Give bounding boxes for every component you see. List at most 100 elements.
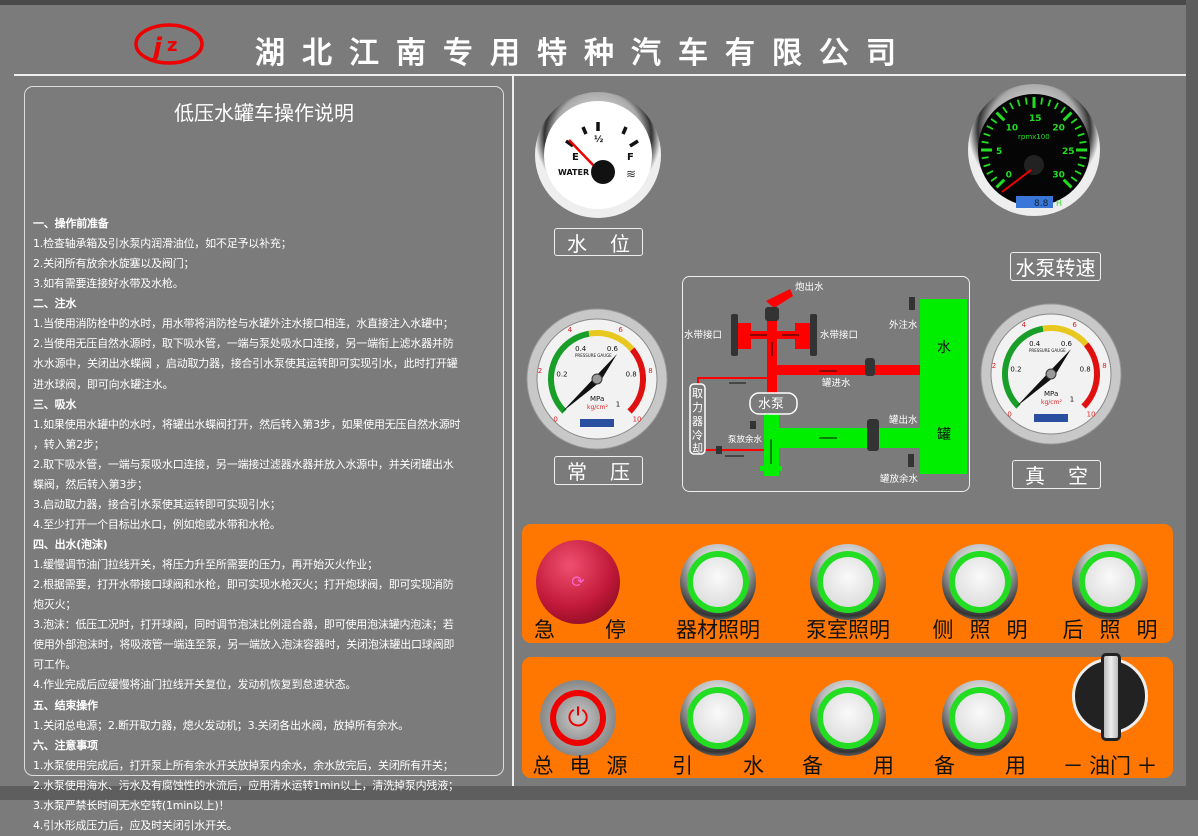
instruction-line: 1.关闭总电源；2.断开取力器，熄火发动机；3.关闭各出水阀，放掉所有余水。 <box>33 718 409 732</box>
section-heading: 五、结束操作 <box>33 698 98 712</box>
gauge-zone <box>548 330 590 414</box>
svg-text:力: 力 <box>692 401 703 414</box>
instructions-text: 一、操作前准备 1.检查轴承箱及引水泵内润滑油位，如不足予以补充； 2.关闭所有放余… <box>33 214 460 836</box>
gauge-e: E <box>572 152 579 163</box>
company-name: 湖北江南专用特种汽车有限公司 <box>255 36 913 71</box>
mpa-tick: 0.8 <box>626 371 637 379</box>
instruction-line: 3.如有需要连接好水带及水枪。 <box>33 277 184 291</box>
svg-text:j: j <box>149 33 163 63</box>
right-border <box>1186 0 1198 800</box>
suction-pipes <box>760 414 920 476</box>
instruction-line: 蝶阀，然后转入第3步； <box>33 477 148 491</box>
indicator-switch-button[interactable] <box>680 544 756 620</box>
company-logo: j z <box>134 23 204 65</box>
instruction-line: 2.关闭所有放余水旋塞以及阀门； <box>33 257 195 271</box>
kg-tick: 6 <box>618 326 623 334</box>
kg-tick: 0 <box>1007 411 1011 419</box>
kg-tick: 10 <box>633 416 642 424</box>
pump: 水泵 <box>758 397 784 412</box>
emergency-stop-button[interactable]: ⟳ <box>536 540 620 624</box>
svg-text:水带接口: 水带接口 <box>684 329 722 341</box>
control-label: 急停 <box>534 618 626 642</box>
valve-icons <box>716 297 915 467</box>
tank <box>920 299 967 474</box>
indicator-switch-button[interactable] <box>680 680 756 756</box>
control-label: 后照明 <box>1062 618 1158 642</box>
svg-text:kg/cm²: kg/cm² <box>1041 399 1062 406</box>
rpm-needle <box>1001 169 1032 193</box>
svg-text:泵放余水: 泵放余水 <box>728 434 763 445</box>
svg-text:MPa: MPa <box>1044 390 1058 398</box>
gauge-needle <box>568 139 597 169</box>
gauge-zone <box>627 347 646 414</box>
flow-arrows <box>725 334 837 464</box>
rpm-tick-label: 10 <box>1006 124 1019 134</box>
divider <box>14 74 1186 76</box>
gauge-zone <box>1002 325 1044 409</box>
instruction-line: 4.引水形成压力后，应及时关闭引水开关。 <box>33 818 238 832</box>
svg-text:却: 却 <box>692 442 703 455</box>
instruction-line: 2.当使用无压自然水源时，取下吸水管，一端与泵处吸水口连接，另一端衔上滤水器并防 <box>33 337 454 351</box>
instructions-title: 低压水罐车操作说明 <box>174 101 354 125</box>
throttle-knob[interactable] <box>1072 653 1148 741</box>
main-power-button[interactable]: ⏻ <box>540 680 616 756</box>
svg-text:MPa: MPa <box>590 395 604 403</box>
mpa-tick: 1 <box>1070 396 1074 404</box>
instruction-line: 1.水泵使用完成后，打开泵上所有余水开关放掉泵内余水，余水放完后，关闭所有开关； <box>33 758 454 772</box>
water-level-label: 水位 <box>554 228 643 256</box>
svg-text:取: 取 <box>692 387 703 400</box>
instruction-line: 炮灭火； <box>33 598 77 612</box>
svg-text:水带接口: 水带接口 <box>820 329 858 341</box>
rpm-tick-label: 30 <box>1052 170 1065 180</box>
instruction-line: 3.水泵严禁长时间无水空转(1min以上)！ <box>33 798 230 812</box>
gauge-needle <box>1016 349 1071 407</box>
gauge-needle <box>562 354 617 412</box>
section-heading: 六、注意事项 <box>33 738 98 752</box>
vacuum-label: 真空 <box>1012 460 1101 489</box>
control-label: 备用 <box>934 754 1026 778</box>
instruction-line: 4.至少打开一个目标出水口，例如炮或水带和水枪。 <box>33 517 281 531</box>
kg-tick: 10 <box>1087 411 1096 419</box>
mpa-tick: 1 <box>616 401 620 409</box>
section-heading: 三、吸水 <box>33 397 77 411</box>
pressure-label: 常压 <box>554 456 643 485</box>
kg-tick: 8 <box>648 367 652 375</box>
mpa-tick: 0.2 <box>556 371 567 379</box>
indicator-switch-button[interactable] <box>942 680 1018 756</box>
section-heading: 一、操作前准备 <box>33 217 109 230</box>
rotate-arrows-icon: ⟳ <box>571 572 585 591</box>
rpm-tick-label: 5 <box>996 147 1002 157</box>
svg-text:kg/cm²: kg/cm² <box>587 404 608 411</box>
instruction-line: 4.作业完成后应缓慢将油门拉线开关复位，发动机恢复到怠速状态。 <box>33 678 357 692</box>
kg-tick: 4 <box>1022 321 1027 329</box>
svg-text:水: 水 <box>937 340 951 356</box>
indicator-switch-button[interactable] <box>810 544 886 620</box>
svg-text:炮出水: 炮出水 <box>795 281 824 293</box>
instruction-line: 1.如果使用水罐中的水时，将罐出水蝶阀打开，然后转入第3步，如果使用无压自然水源… <box>33 417 461 431</box>
mpa-tick: 0.6 <box>1061 340 1073 348</box>
divider <box>512 76 514 786</box>
kg-tick: 8 <box>1102 362 1106 370</box>
section-heading: 四、出水(泡沫) <box>33 538 108 551</box>
indicator-switch-button[interactable] <box>1072 544 1148 620</box>
control-label: 引水 <box>672 754 764 778</box>
gauge-half: ½ <box>594 134 603 145</box>
control-label: 泵室照明 <box>806 618 890 642</box>
gauge-name: WATER <box>558 168 589 177</box>
mpa-tick: 0.8 <box>1080 366 1091 374</box>
control-label: 侧照明 <box>932 618 1028 642</box>
indicator-switch-button[interactable] <box>810 680 886 756</box>
svg-text:罐出水: 罐出水 <box>889 414 918 426</box>
indicator-switch-button[interactable] <box>942 544 1018 620</box>
instruction-line: 1.当使用消防栓中的水时，用水带将消防栓与水罐外注水接口相连，水直接注入水罐中； <box>33 317 454 331</box>
waves-icon: ≋ <box>626 167 636 181</box>
instruction-line: 1.检查轴承箱及引水泵内润滑油位，如不足予以补充； <box>33 237 292 251</box>
svg-text:外注水: 外注水 <box>889 319 918 331</box>
instructions-panel: 低压水罐车操作说明 一、操作前准备 1.检查轴承箱及引水泵内润滑油位，如不足予以补… <box>24 86 504 832</box>
svg-text:罐: 罐 <box>937 427 951 443</box>
instruction-line: 使用外部泡沫时，将吸液管一端连至泵，另一端放入泡沫容器时，关闭泡沫罐出口球阀即 <box>33 638 455 652</box>
